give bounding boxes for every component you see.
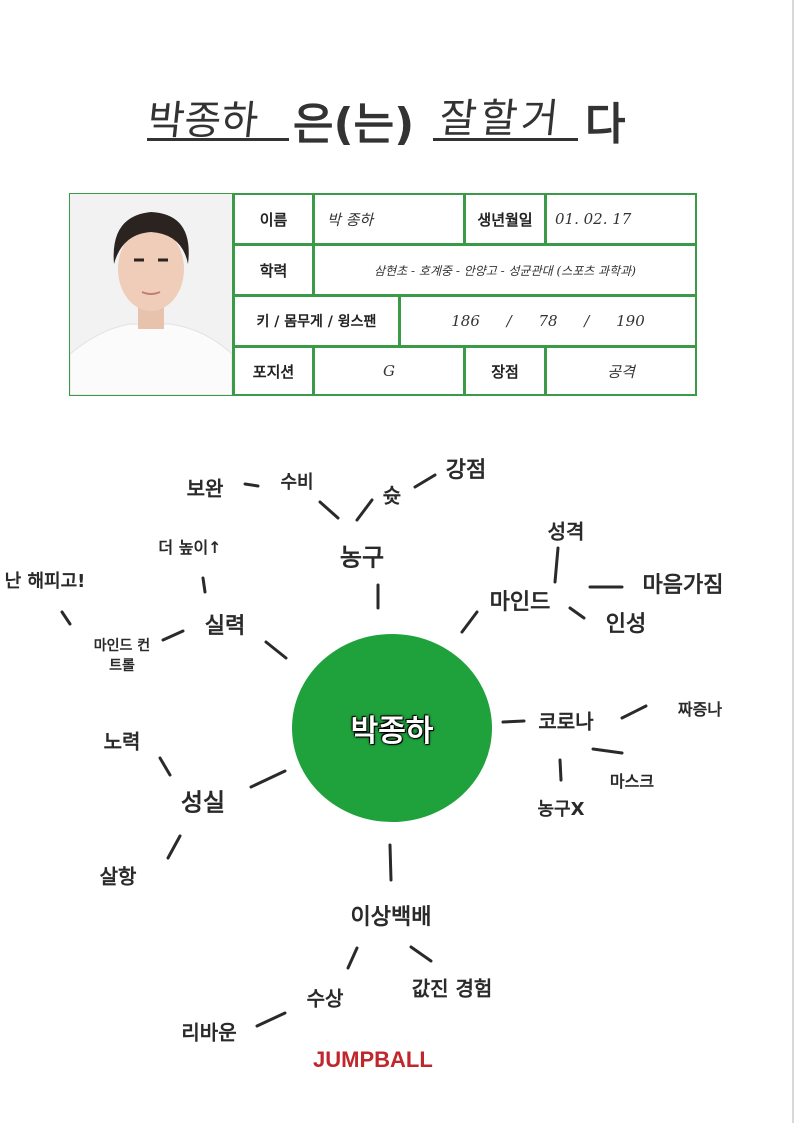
node-strength: 강점 [445, 458, 487, 483]
title-ending: 다 [585, 99, 626, 150]
education-value: 삼현초 - 호계중 - 안양고 - 성균관대 (스포츠 과학과) [374, 263, 636, 278]
title-underline-1 [147, 138, 289, 141]
node-annoyed: 짜증나 [677, 700, 723, 719]
node-award: 수상 [306, 986, 344, 1011]
name-label: 이름 [259, 210, 288, 229]
node-experience: 값진 경험 [411, 976, 493, 1001]
node-sincerity: 성실 [180, 788, 226, 817]
node-mind: 마인드 [489, 590, 551, 615]
node-mind-control: 마인드 컨트롤 [93, 638, 151, 674]
node-rebound: 리바운 [181, 1020, 237, 1045]
node-basketball: 농구 [339, 543, 385, 572]
node-mask: 마스크 [609, 772, 655, 791]
node-character: 인성 [605, 612, 647, 637]
name-value: 박 종하 [327, 210, 374, 229]
node-skill: 실력 [204, 614, 246, 639]
node-improve: 보완 [186, 476, 224, 501]
strength-value: 공격 [607, 362, 635, 381]
node-shot: 슛 [382, 483, 402, 508]
strength-label: 장점 [491, 362, 519, 381]
jumpball-logo: JUMPBALL [313, 1047, 433, 1072]
body-label: 키 / 몸무게 / 윙스팬 [256, 314, 377, 330]
page-title: 박종하 은(는) 잘할거 다 [0, 82, 794, 152]
node-salhang: 살항 [99, 864, 137, 889]
position-value: G [383, 362, 395, 380]
profile-photo [69, 193, 233, 396]
center-label: 박종하 [350, 714, 434, 749]
education-label: 학력 [259, 261, 288, 280]
mindmap-center: 박종하 [292, 634, 492, 822]
node-defense: 수비 [280, 472, 314, 493]
title-particle: 은(는) [293, 99, 415, 150]
title-underline-2 [433, 138, 578, 141]
position-label: 포지션 [252, 362, 295, 381]
node-attitude: 마음가짐 [642, 573, 724, 598]
node-cup: 이상백배 [350, 905, 432, 930]
node-nanhappygo: 난 해피고! [4, 571, 86, 592]
node-corona: 코로나 [538, 709, 594, 734]
profile-card: 이름 박 종하 생년월일 01. 02. 17 학력 삼현초 - 호계중 - 안… [69, 193, 697, 396]
birth-value: 01. 02. 17 [555, 210, 632, 228]
node-no-basketball: 농구X [537, 799, 585, 820]
node-personality: 성격 [547, 519, 585, 544]
page-edge [792, 0, 794, 1123]
node-higher: 더 높이↑ [158, 538, 222, 557]
node-effort: 노력 [103, 729, 141, 754]
body-value: 186 / 78 / 190 [451, 312, 645, 330]
birth-label: 생년월일 [477, 210, 533, 229]
